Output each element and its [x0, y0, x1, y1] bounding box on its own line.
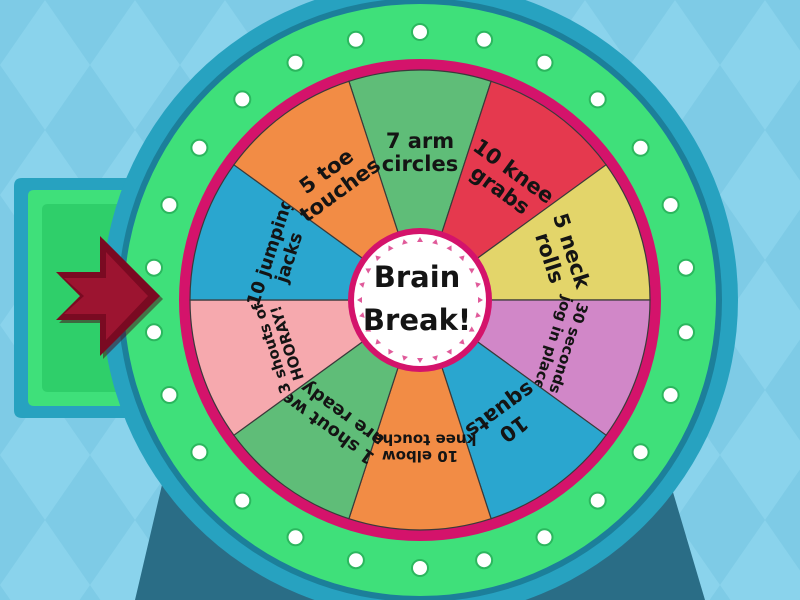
hub-dot: [388, 348, 394, 355]
hub-dot: [359, 312, 365, 318]
wheel-hub[interactable]: Brain Break!: [348, 228, 492, 372]
bulb: [535, 53, 554, 72]
hub-dot: [365, 268, 372, 274]
hub-dot: [475, 312, 481, 318]
wheel-segment[interactable]: [348, 69, 492, 302]
bulb: [631, 443, 650, 462]
wheel-segment[interactable]: [348, 298, 492, 531]
bulb: [286, 53, 305, 72]
bulb: [588, 491, 607, 510]
hub-dot-border: [357, 237, 483, 363]
hub-dot: [458, 255, 465, 262]
bulb: [475, 551, 494, 570]
bulb: [190, 138, 209, 157]
bulb: [145, 323, 163, 342]
hub-dot: [365, 326, 372, 332]
hub-dot: [417, 237, 423, 242]
hub-dot: [432, 355, 438, 361]
bulb: [411, 559, 429, 577]
hub-dot: [478, 297, 483, 303]
hub-dot: [359, 282, 365, 288]
hub-dot: [417, 358, 423, 363]
bulb: [233, 90, 252, 109]
hub-dot: [468, 326, 475, 332]
bulb: [346, 30, 365, 49]
bulb: [190, 443, 209, 462]
bulb: [535, 528, 554, 547]
bulb: [631, 138, 650, 157]
hub-dot: [446, 348, 452, 355]
hub-dot: [402, 239, 408, 245]
hub-dot: [357, 297, 362, 303]
hub-dot: [468, 268, 475, 274]
hub-dot: [475, 282, 481, 288]
bulb: [411, 23, 429, 41]
hub-dot: [458, 338, 465, 345]
hub-dot: [432, 239, 438, 245]
hub-title-line2: Break!: [363, 303, 471, 337]
segment-label: 10 elbowknee touches: [363, 431, 476, 466]
hub-dot: [375, 255, 382, 262]
hub-dot: [375, 338, 382, 345]
bulb: [677, 258, 695, 277]
hub-dot: [402, 355, 408, 361]
bulb: [145, 258, 163, 277]
bulb: [661, 386, 680, 404]
bulb: [160, 386, 179, 404]
bulb: [160, 196, 179, 214]
bulb: [661, 196, 680, 214]
hub-dot: [446, 245, 452, 252]
bulb: [233, 491, 252, 510]
segment-label: 5 neckrolls: [526, 210, 595, 299]
bulb: [286, 528, 305, 547]
bulb: [588, 90, 607, 109]
hub-dot: [388, 245, 394, 252]
arrow-right-icon: [56, 236, 163, 359]
bulb: [475, 30, 494, 49]
hub-title-line1: Brain: [374, 260, 461, 294]
bulb: [677, 323, 695, 342]
wheel-bulbs: [145, 23, 695, 577]
bulb: [346, 551, 365, 570]
